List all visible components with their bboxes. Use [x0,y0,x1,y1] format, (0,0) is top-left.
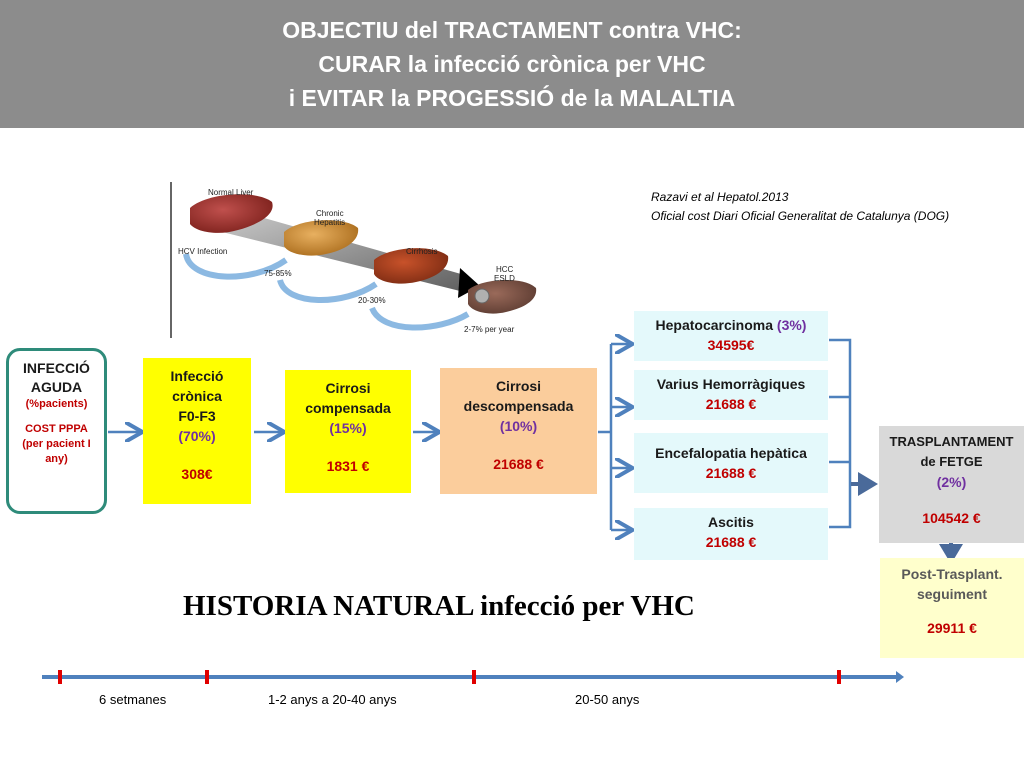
post-cost: 29911 € [927,620,977,636]
progression-arrowhead [458,268,480,298]
acute-title-line-1: INFECCIÓ [23,360,90,376]
chronic-line-2: crònica [172,388,222,404]
encefalopatia-box: Encefalopatia hepàtica 21688 € [634,433,828,493]
chronic-hepatitis-liver-icon [284,220,359,256]
post-transplant-box: Post-Trasplant. seguiment 29911 € [880,558,1024,658]
label-pct-75-85: 75-85% [264,269,292,278]
header-line-1: OBJECTIU del TRACTAMENT contra VHC: [282,17,742,43]
chronic-line-3: F0-F3 [178,408,216,424]
curved-arrow-2 [277,278,378,303]
varius-cost: 21688 € [705,396,757,412]
acute-cost-line-3: any) [45,453,68,465]
varius-box: Varius Hemorràgiques 21688 € [634,370,828,420]
compensated-percent: (15%) [329,420,367,436]
hepatocarcinoma-cost: 34595€ [707,337,755,353]
acute-cost-line-1: COST PPPA [25,423,88,435]
chronic-percent: (70%) [178,428,216,444]
timeline-label-1: 6 setmanes [99,692,167,707]
decompensated-cirrhosis-box: Cirrosi descompensada (10%) 21688 € [440,368,597,494]
compensated-cost: 1831 € [326,458,370,474]
chronic-infection-box: Infecció crònica F0-F3 (70%) 308€ [143,358,251,504]
transplant-percent: (2%) [936,474,967,490]
label-chronic-line-1: Chronic [316,209,344,218]
transplant-box: TRASPLANTAMENT de FETGE (2%) 104542 € [879,426,1024,543]
tumor-spot [474,288,490,304]
label-esld: ESLD [494,274,515,283]
compensated-line-1: Cirrosi [325,380,371,396]
compensated-cirrhosis-box: Cirrosi compensada (15%) 1831 € [285,370,411,493]
decompensated-line-2: descompensada [463,398,574,414]
hcc-liver-icon [468,279,537,314]
acute-infection-box: INFECCIÓ AGUDA (%pacients) COST PPPA (pe… [6,348,107,514]
transplant-line-1: TRASPLANTAMENT [889,434,1014,449]
header-line-2: CURAR la infecció crònica per VHC [318,51,706,77]
varius-label: Varius Hemorràgiques [656,376,806,392]
bracket-right [829,338,852,529]
timeline-label-3: 20-50 anys [575,692,640,707]
ascitis-box: Ascitis 21688 € [634,508,828,560]
label-normal-liver: Normal Liver [208,188,254,197]
diagram-title: HISTORIA NATURAL infecció per VHC [183,590,695,622]
hepatocarcinoma-box: Hepatocarcinoma (3%) 34595€ [634,311,828,361]
transplant-cost: 104542 € [922,510,981,526]
chronic-cost: 308€ [181,466,213,482]
header-line-3: i EVITAR la PROGESSIÓ de la MALALTIA [288,85,736,111]
label-chronic-line-2: Hepatitis [314,218,345,227]
decompensated-percent: (10%) [499,418,538,434]
ascitis-label: Ascitis [708,514,754,530]
label-cirrhosis: Cirrhosis [406,247,438,256]
liver-progression-figure: Normal Liver Chronic Hepatitis HCV Infec… [170,182,537,338]
label-hcc: HCC [496,265,514,274]
decompensated-line-1: Cirrosi [495,378,542,394]
reference-razavi: Razavi et al Hepatol.2013 [651,190,789,204]
encefalopatia-label: Encefalopatia hepàtica [655,445,807,461]
encefalopatia-cost: 21688 € [705,465,757,481]
title-banner: OBJECTIU del TRACTAMENT contra VHC: CURA… [0,0,1024,128]
timeline-arrowhead [896,671,904,683]
normal-liver-icon [190,194,273,233]
ascitis-cost: 21688 € [705,534,757,550]
transplant-line-2: de FETGE [920,454,983,469]
decompensated-cost: 21688 € [493,456,544,472]
curved-arrow-1 [183,253,288,280]
acute-cost-line-2: (per pacient I [22,438,91,450]
curved-arrow-3 [369,306,470,331]
compensated-line-2: compensada [305,400,391,416]
hepatocarcinoma-label: Hepatocarcinoma [655,317,774,333]
acute-subtitle: (%pacients) [25,398,88,410]
post-line-2: seguiment [916,586,987,602]
label-pct-20-30: 20-30% [358,296,386,305]
reference-dog: Oficial cost Diari Oficial Generalitat d… [651,209,950,223]
acute-title-line-2: AGUDA [30,379,83,395]
chronic-line-1: Infecció [170,368,224,384]
hepatocarcinoma-percent: (3%) [776,317,807,333]
label-pct-2-7: 2-7% per year [464,325,515,334]
label-hcv-infection: HCV Infection [178,247,227,256]
post-line-1: Post-Trasplant. [901,566,1003,582]
cirrhosis-liver-icon [374,248,449,284]
references: Razavi et al Hepatol.2013 Oficial cost D… [651,188,949,226]
timeline-label-2: 1-2 anys a 20-40 anys [268,692,397,707]
